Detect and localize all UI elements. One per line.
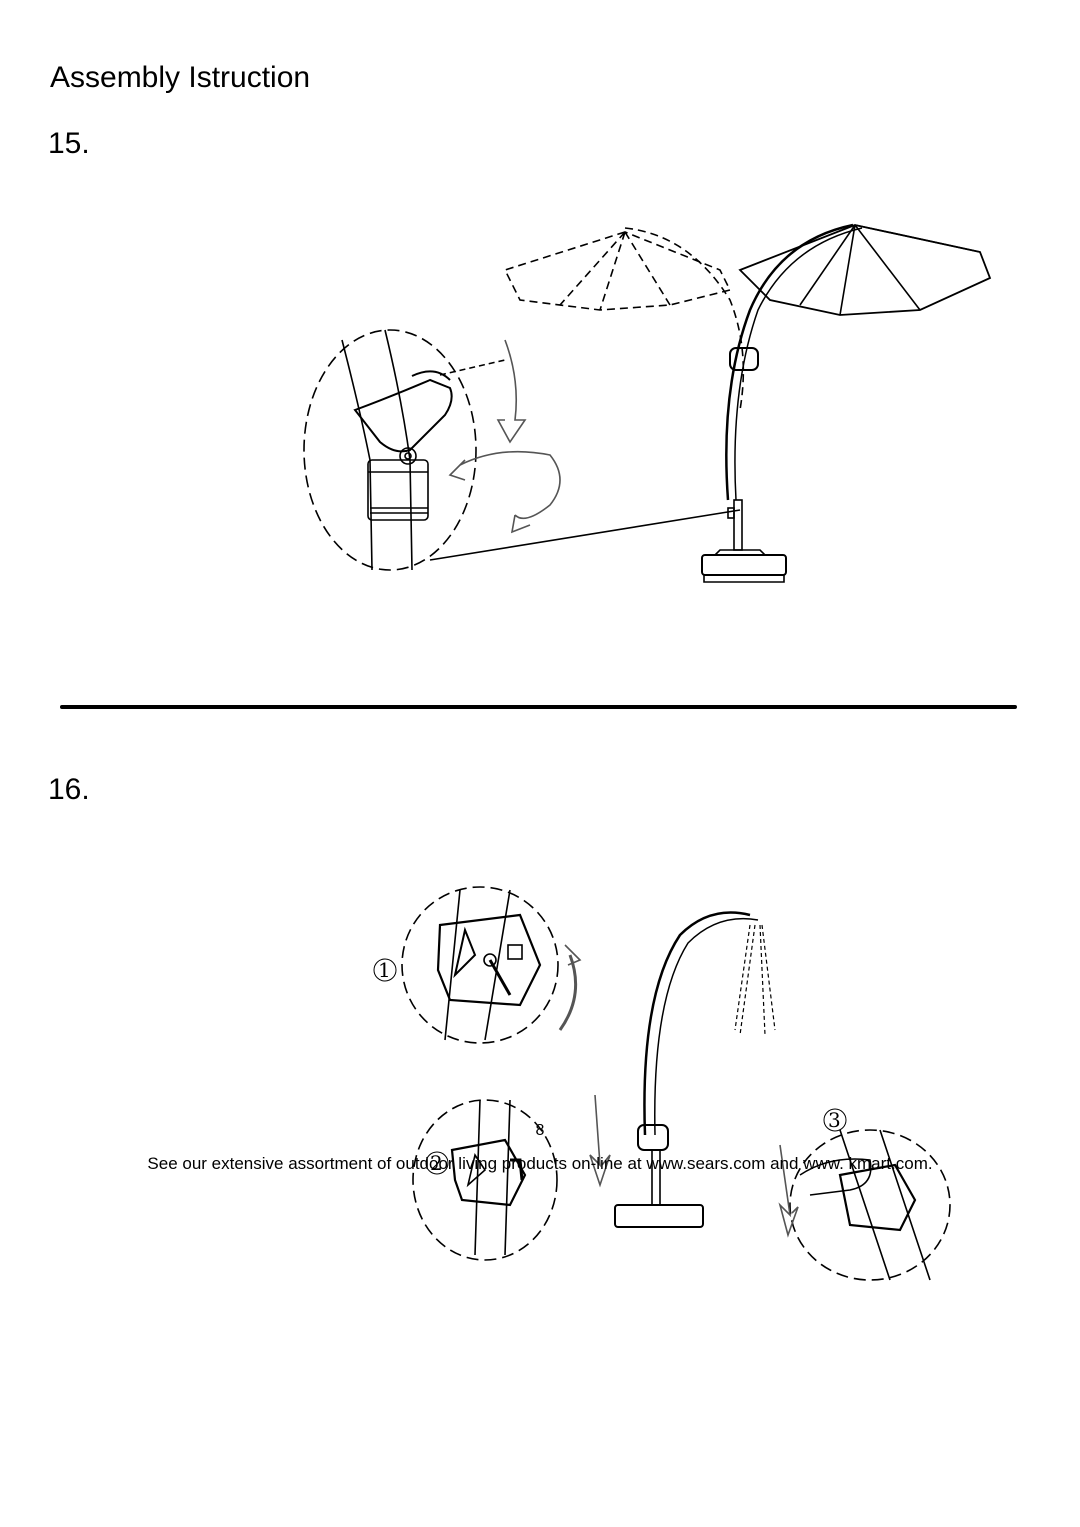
umbrella-arm [643,911,751,1136]
detail-circle-3 [789,1129,951,1281]
step-15-illustration [303,223,992,583]
page-title: Assembly Istruction [50,61,311,94]
umbrella-base [701,554,787,576]
page-number: 8 [535,1122,545,1139]
step-16-illustration: 1 2 3 [373,886,951,1281]
detail-circle-1 [401,886,559,1044]
section-divider [60,705,1017,709]
detail-zoom-circle [303,329,477,571]
detail-circle-2 [412,1099,558,1261]
step-number-15: 15. [48,127,90,160]
umbrella-base [614,1204,704,1228]
step-number-16: 16. [48,773,90,806]
callout-2: 2 [430,1151,443,1175]
umbrella-arm [725,223,854,501]
callout-3: 3 [828,1108,841,1132]
footer-text: See our extensive assortment of outdoor … [147,1154,933,1173]
callout-1: 1 [378,958,391,982]
umbrella-canopy [738,224,992,316]
